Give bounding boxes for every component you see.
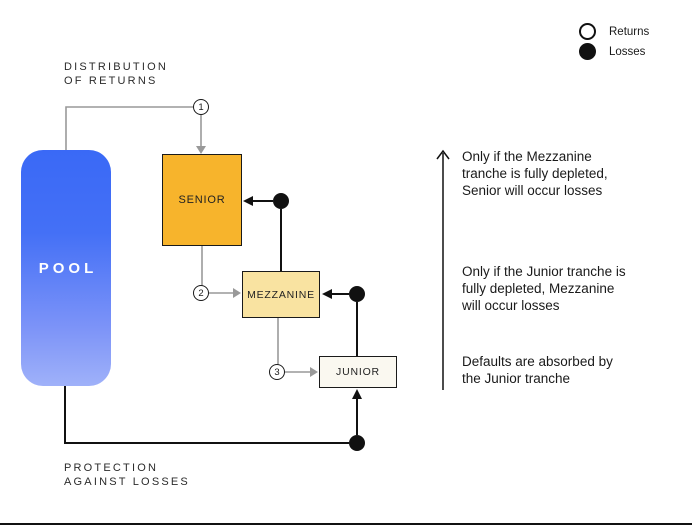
losses-filled-circle-icon	[579, 43, 596, 60]
step-3-badge: 3	[269, 364, 285, 380]
losses-arrowhead-into-junior	[352, 389, 362, 399]
returns-arrowhead-into-mezzanine	[233, 288, 241, 298]
protection-against-losses-label: PROTECTION AGAINST LOSSES	[64, 462, 190, 488]
step-1-badge: 1	[193, 99, 209, 115]
senior-tranche-box: SENIOR	[162, 154, 242, 246]
returns-open-circle-icon	[579, 23, 596, 40]
distribution-of-returns-label: DISTRIBUTION OF RETURNS	[64, 61, 169, 87]
returns-flow-lines	[65, 106, 318, 377]
returns-line-pool-to-step1	[65, 106, 193, 150]
losses-flow-lines	[64, 193, 365, 451]
severity-axis-arrow	[436, 149, 450, 390]
bottom-divider	[0, 523, 692, 525]
severity-axis-arrowhead	[436, 149, 450, 160]
legend-item-losses: Losses	[579, 43, 649, 60]
losses-line-bottom-to-pool	[64, 386, 349, 444]
legend: Returns Losses	[579, 23, 649, 63]
note-senior-losses: Only if the Mezzanine tranche is fully d…	[462, 149, 608, 198]
losses-arrowhead-into-mezzanine	[322, 289, 332, 299]
losses-arrowhead-into-senior	[243, 196, 253, 206]
losses-node-bottom	[349, 435, 365, 451]
legend-item-returns: Returns	[579, 23, 649, 40]
senior-tranche-label: SENIOR	[178, 194, 226, 206]
note-junior-defaults: Defaults are absorbed by the Junior tran…	[462, 354, 613, 386]
returns-arrowhead-into-senior	[196, 146, 206, 154]
step-2-badge: 2	[193, 285, 209, 301]
legend-losses-label: Losses	[609, 45, 646, 58]
losses-node-senior	[273, 193, 289, 209]
note-mezzanine-losses: Only if the Junior tranche is fully depl…	[462, 264, 626, 313]
mezzanine-tranche-label: MEZZANINE	[247, 288, 315, 301]
losses-node-mezzanine	[349, 286, 365, 302]
legend-returns-label: Returns	[609, 25, 650, 38]
returns-arrowhead-into-junior	[310, 367, 318, 377]
mezzanine-tranche-box: MEZZANINE	[242, 271, 320, 318]
pool-label: POOL	[38, 259, 98, 277]
pool-box: POOL	[21, 150, 111, 386]
junior-tranche-label: JUNIOR	[336, 366, 380, 378]
junior-tranche-box: JUNIOR	[319, 356, 397, 388]
